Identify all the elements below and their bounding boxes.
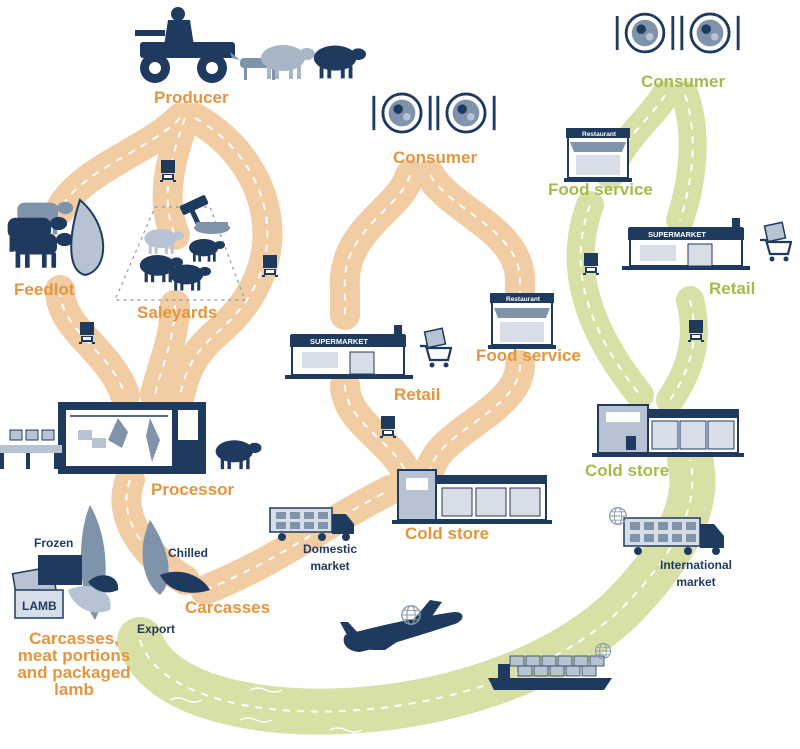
restaurant-sign: Restaurant xyxy=(506,296,541,303)
truck-icon xyxy=(688,320,704,342)
sheep-icon xyxy=(169,264,211,291)
restaurant-icon: Restaurant xyxy=(488,293,556,349)
ship-icon xyxy=(488,655,612,690)
meal-plate-icon xyxy=(370,92,434,134)
truck-icon xyxy=(79,322,95,344)
truck-icon xyxy=(160,160,176,182)
box-icon: LAMB xyxy=(11,555,119,619)
road-retail-cold-store-intl xyxy=(656,286,708,414)
auction-gavel-icon xyxy=(179,195,230,234)
cold-store-icon xyxy=(592,404,744,457)
carcasses-portions-label: Carcasses, meat portions and packaged la… xyxy=(17,629,131,699)
clouds xyxy=(298,586,596,675)
chilled-label: Chilled xyxy=(168,546,209,560)
cold-store-icon xyxy=(392,469,552,524)
food-service-international-label: Food service xyxy=(548,180,653,199)
feed-trough-icon xyxy=(70,198,105,277)
meal-plate-icon xyxy=(678,12,742,54)
sheep-icon xyxy=(189,239,225,262)
globe-icon xyxy=(609,507,627,525)
sheep-icon xyxy=(313,45,366,79)
cattle-icon xyxy=(13,232,74,268)
truck-icon xyxy=(262,255,278,277)
supermarket-icon: SUPERMARKET xyxy=(622,218,750,270)
consumer-domestic-label: Consumer xyxy=(393,148,478,167)
retail-domestic-label: Retail xyxy=(394,385,441,404)
sheep-icon xyxy=(215,440,262,470)
restaurant-sign: Restaurant xyxy=(582,131,617,138)
meal-plate-icon xyxy=(614,12,676,54)
domestic-market-label: Domestic market xyxy=(302,542,358,573)
road-carcasses-cold-store xyxy=(190,475,405,605)
supermarket-sign: SUPERMARKET xyxy=(310,337,368,346)
frozen-label: Frozen xyxy=(34,536,74,550)
retail-international-label: Retail xyxy=(709,279,756,298)
road-retail-cold-store xyxy=(330,370,420,485)
export-label: Export xyxy=(137,622,176,636)
carcass-icon xyxy=(160,571,210,593)
carcass-icon xyxy=(142,520,169,595)
international-market-label: International market xyxy=(659,558,732,589)
carcasses-label: Carcasses xyxy=(185,598,271,617)
supermarket-icon: SUPERMARKET xyxy=(285,325,413,379)
restaurant-icon: Restaurant xyxy=(564,128,632,182)
road-food-service-cold-store xyxy=(415,350,535,485)
supermarket-sign: SUPERMARKET xyxy=(648,230,706,239)
processor-building-icon xyxy=(0,402,206,474)
feedlot-label: Feedlot xyxy=(14,280,75,299)
processor-label: Processor xyxy=(151,480,235,499)
lamb-box-text: LAMB xyxy=(22,599,57,613)
meal-plate-icon xyxy=(434,92,498,134)
saleyards-group xyxy=(114,195,246,301)
truck-icon xyxy=(583,253,599,275)
international-truck-icon xyxy=(623,517,724,555)
airplane-icon xyxy=(340,600,463,652)
shopping-cart-icon xyxy=(758,221,792,263)
truck-icon xyxy=(380,416,396,438)
sheep-icon xyxy=(261,45,315,79)
cold-store-international-label: Cold store xyxy=(585,461,670,480)
producer-group xyxy=(135,7,366,83)
food-service-domestic-label: Food service xyxy=(476,346,581,365)
shopping-cart-icon xyxy=(418,327,452,369)
road-consumer-food-service xyxy=(415,160,535,310)
consumer-international-label: Consumer xyxy=(641,72,726,91)
carcasses-group: LAMB xyxy=(11,505,210,620)
domestic-truck-icon xyxy=(269,507,354,541)
feedlot-group xyxy=(7,198,105,277)
producer-label: Producer xyxy=(154,88,229,107)
saleyards-label: Saleyards xyxy=(137,303,218,322)
quad-bike-icon xyxy=(135,7,235,83)
cold-store-domestic-label: Cold store xyxy=(405,524,490,543)
